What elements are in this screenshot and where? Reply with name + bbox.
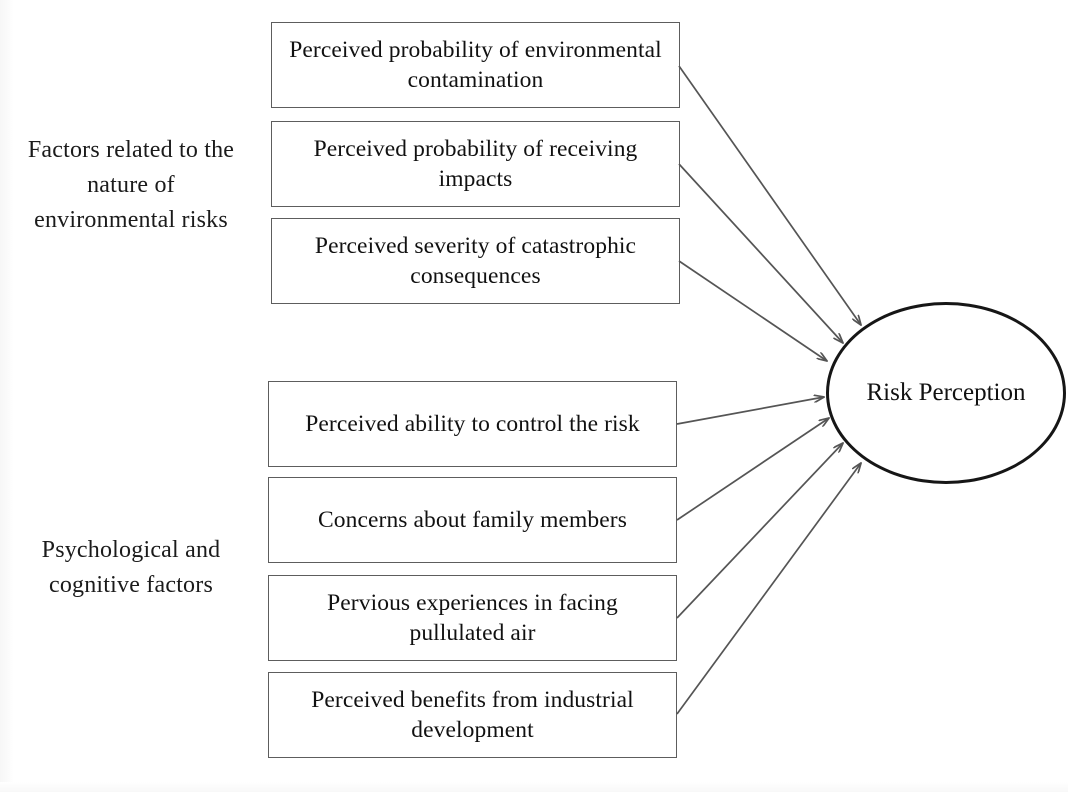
factor-box-perceived-probability-environmental-contamination[interactable]: Perceived probability of environmental c… (271, 22, 680, 108)
factor-box-concerns-about-family-members[interactable]: Concerns about family members (268, 477, 677, 563)
factor-box-perceived-severity-catastrophic-consequences[interactable]: Perceived severity of catastrophic conse… (271, 218, 680, 304)
arrow-f1-to-risk-perception (678, 65, 861, 325)
factor-box-perceived-ability-to-control-risk[interactable]: Perceived ability to control the risk (268, 381, 677, 467)
arrow-f4-to-risk-perception (676, 397, 824, 425)
arrow-f2-to-risk-perception (678, 163, 843, 343)
factor-box-label: Concerns about family members (318, 506, 627, 533)
page-bottom-edge-shading (0, 782, 1068, 792)
factor-box-label: Perceived severity of catastrophic conse… (314, 232, 637, 289)
outcome-node-label: Risk Perception (866, 378, 1026, 406)
group-label-psychological-cognitive-factors: Psychological and cognitive factors (41, 537, 221, 598)
factor-box-pervious-experiences-pullulated-air[interactable]: Pervious experiences in facing pullulate… (268, 575, 677, 661)
factor-box-label: Perceived probability of receiving impac… (313, 135, 638, 192)
arrow-f6-to-risk-perception (676, 443, 843, 619)
arrow-f5-to-risk-perception (676, 418, 829, 521)
factor-box-label: Pervious experiences in facing pullulate… (327, 589, 618, 646)
factor-box-label: Perceived benefits from industrial devel… (311, 686, 634, 743)
factor-box-perceived-probability-receiving-impacts[interactable]: Perceived probability of receiving impac… (271, 121, 680, 207)
page-left-edge-shading (0, 0, 14, 792)
outcome-node-risk-perception[interactable]: Risk Perception (826, 302, 1066, 484)
arrow-f7-to-risk-perception (676, 463, 861, 715)
group-label-nature-of-risks: Factors related to the nature of environ… (27, 137, 235, 233)
factor-box-label: Perceived ability to control the risk (305, 410, 640, 437)
factor-box-label: Perceived probability of environmental c… (289, 36, 662, 93)
arrow-f3-to-risk-perception (678, 260, 827, 361)
factor-box-perceived-benefits-industrial-development[interactable]: Perceived benefits from industrial devel… (268, 672, 677, 758)
